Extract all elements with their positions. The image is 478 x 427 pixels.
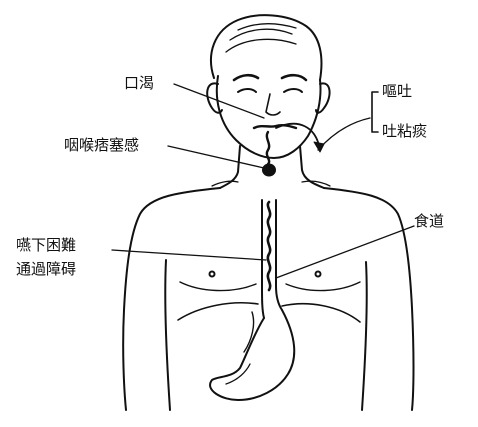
leader-vomit [317, 117, 371, 151]
vomit-arrowhead [313, 141, 325, 153]
face-outline [215, 75, 322, 159]
right-collarbone [301, 180, 331, 187]
mouth [252, 123, 298, 130]
left-eye [237, 88, 257, 93]
liver-outline [243, 311, 255, 353]
right-eyebrow [280, 73, 308, 82]
leader-swallowing [111, 249, 267, 261]
neck-left [219, 145, 241, 189]
right-inner-arm [361, 261, 368, 411]
nose [265, 93, 281, 116]
left-chest-line [179, 281, 257, 292]
left-inner-arm [164, 259, 171, 411]
hair-strands [225, 23, 297, 53]
esophagus-right-wall [275, 199, 283, 311]
label-spitting-phlegm: 吐粘痰 [382, 122, 428, 140]
stomach-inner [225, 363, 251, 385]
left-ear [206, 82, 223, 114]
right-shoulder-arm [323, 187, 415, 411]
esophagus-narrowing [266, 200, 272, 292]
stomach [209, 309, 296, 401]
leader-thirst [173, 83, 265, 119]
neck-right [299, 145, 325, 189]
label-throat-lump: 咽喉痞塞感 [64, 136, 140, 154]
label-esophagus: 食道 [414, 212, 445, 230]
vomit-arrow [275, 123, 321, 151]
left-shoulder-arm [122, 187, 221, 411]
leader-esophagus [275, 225, 415, 279]
left-nipple [208, 270, 216, 278]
left-eyebrow [232, 73, 260, 82]
right-eye [283, 88, 303, 93]
throat-squiggle [265, 130, 271, 166]
ribcage-curve [177, 301, 361, 323]
label-vomiting: 嘔吐 [382, 82, 413, 100]
esophagus-left-wall [261, 199, 265, 319]
label-swallowing-line2: 通過障碍 [16, 260, 77, 278]
throat-lump-dot [262, 163, 276, 177]
right-chest-line [285, 281, 361, 292]
right-nipple [314, 270, 322, 278]
leader-throat [167, 145, 265, 169]
left-collarbone [211, 180, 239, 187]
hair-outline [210, 14, 323, 81]
symptom-bracket [371, 91, 379, 133]
label-swallowing-line1: 嚥下困難 [16, 236, 77, 254]
right-ear [315, 82, 331, 114]
label-thirst: 口渴 [124, 74, 155, 92]
